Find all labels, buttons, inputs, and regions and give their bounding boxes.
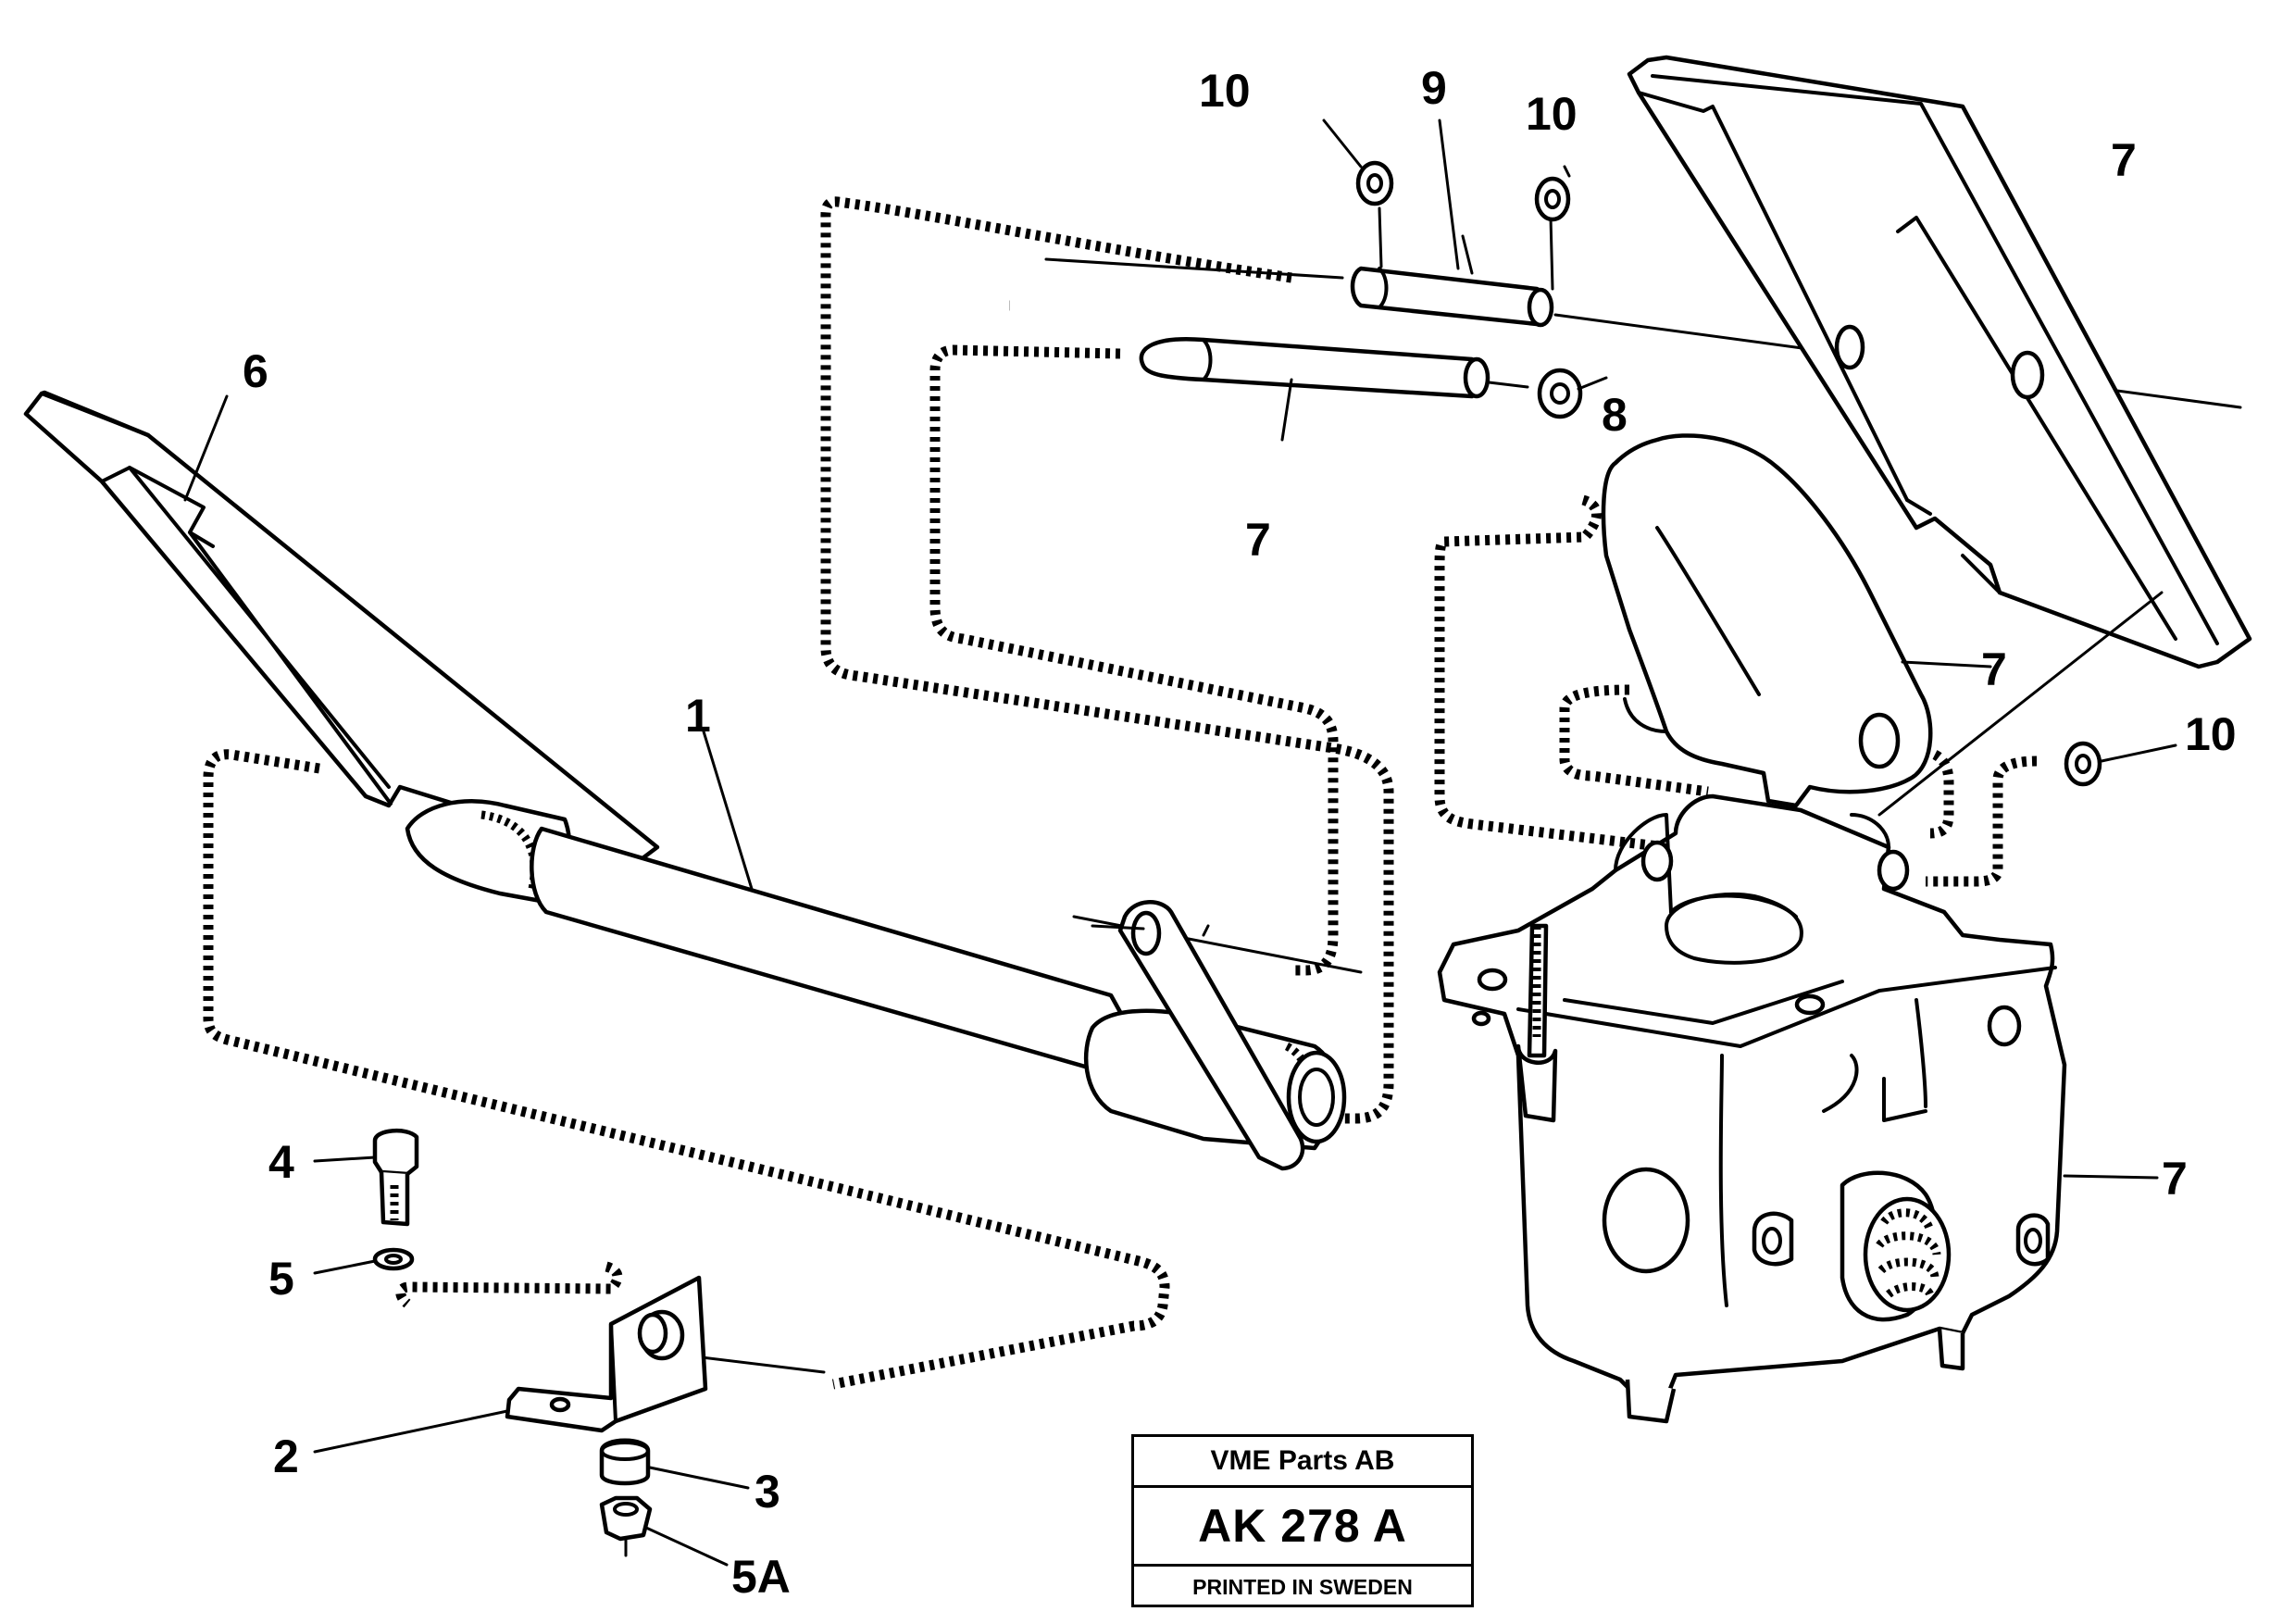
callout-5a: 5A <box>731 1551 791 1603</box>
pedal-plate-part-6 <box>23 390 660 864</box>
callout-9: 9 <box>1421 62 1447 114</box>
callout-2: 2 <box>273 1430 299 1482</box>
nut-part-5a <box>599 1495 729 1567</box>
lever-part-7 <box>1601 433 1992 808</box>
clip-part-10-right <box>2064 741 2177 787</box>
leader-lines <box>183 119 2164 891</box>
clip-part-10-mid <box>1534 165 1571 222</box>
callout-7-pin: 7 <box>1245 514 1271 566</box>
pin-part-7 <box>1139 337 1490 442</box>
callout-labels: 1 2 3 4 5 5A 6 7 7 7 7 8 9 10 10 10 <box>243 62 2237 1603</box>
callout-5: 5 <box>268 1253 294 1305</box>
callout-3: 3 <box>755 1466 780 1518</box>
washer-part-8 <box>1537 368 1608 419</box>
callout-7-plate: 7 <box>2111 134 2137 186</box>
callout-8: 8 <box>1602 389 1628 441</box>
callout-7-lever: 7 <box>1981 643 2007 695</box>
valve-body-part-7 <box>1437 793 2159 1424</box>
diagram-code: AK 278 A <box>1134 1488 1471 1567</box>
callout-6: 6 <box>243 345 268 397</box>
title-block: VME Parts AB AK 278 A PRINTED IN SWEDEN <box>1131 1434 1474 1607</box>
shaft-part-1 <box>405 799 1347 1171</box>
bracket-part-2 <box>313 1275 708 1454</box>
clip-part-10-left <box>1322 119 1394 206</box>
assembly-guide-lines <box>203 196 2038 1390</box>
spacer-part-3 <box>599 1438 750 1490</box>
washer-part-5 <box>313 1247 415 1275</box>
callout-10-right: 10 <box>2185 708 2237 760</box>
callout-10-left: 10 <box>1199 65 1251 117</box>
company-name: VME Parts AB <box>1134 1437 1471 1488</box>
pin-part-9 <box>1350 206 1554 328</box>
bolt-part-4 <box>313 1129 419 1227</box>
pedal-plate-part-7 <box>1627 55 2252 669</box>
callout-4: 4 <box>268 1136 294 1188</box>
callout-10-mid: 10 <box>1526 88 1578 140</box>
printed-note: PRINTED IN SWEDEN <box>1192 1574 1413 1599</box>
callout-1: 1 <box>685 690 711 742</box>
callout-7-valve: 7 <box>2162 1153 2188 1205</box>
